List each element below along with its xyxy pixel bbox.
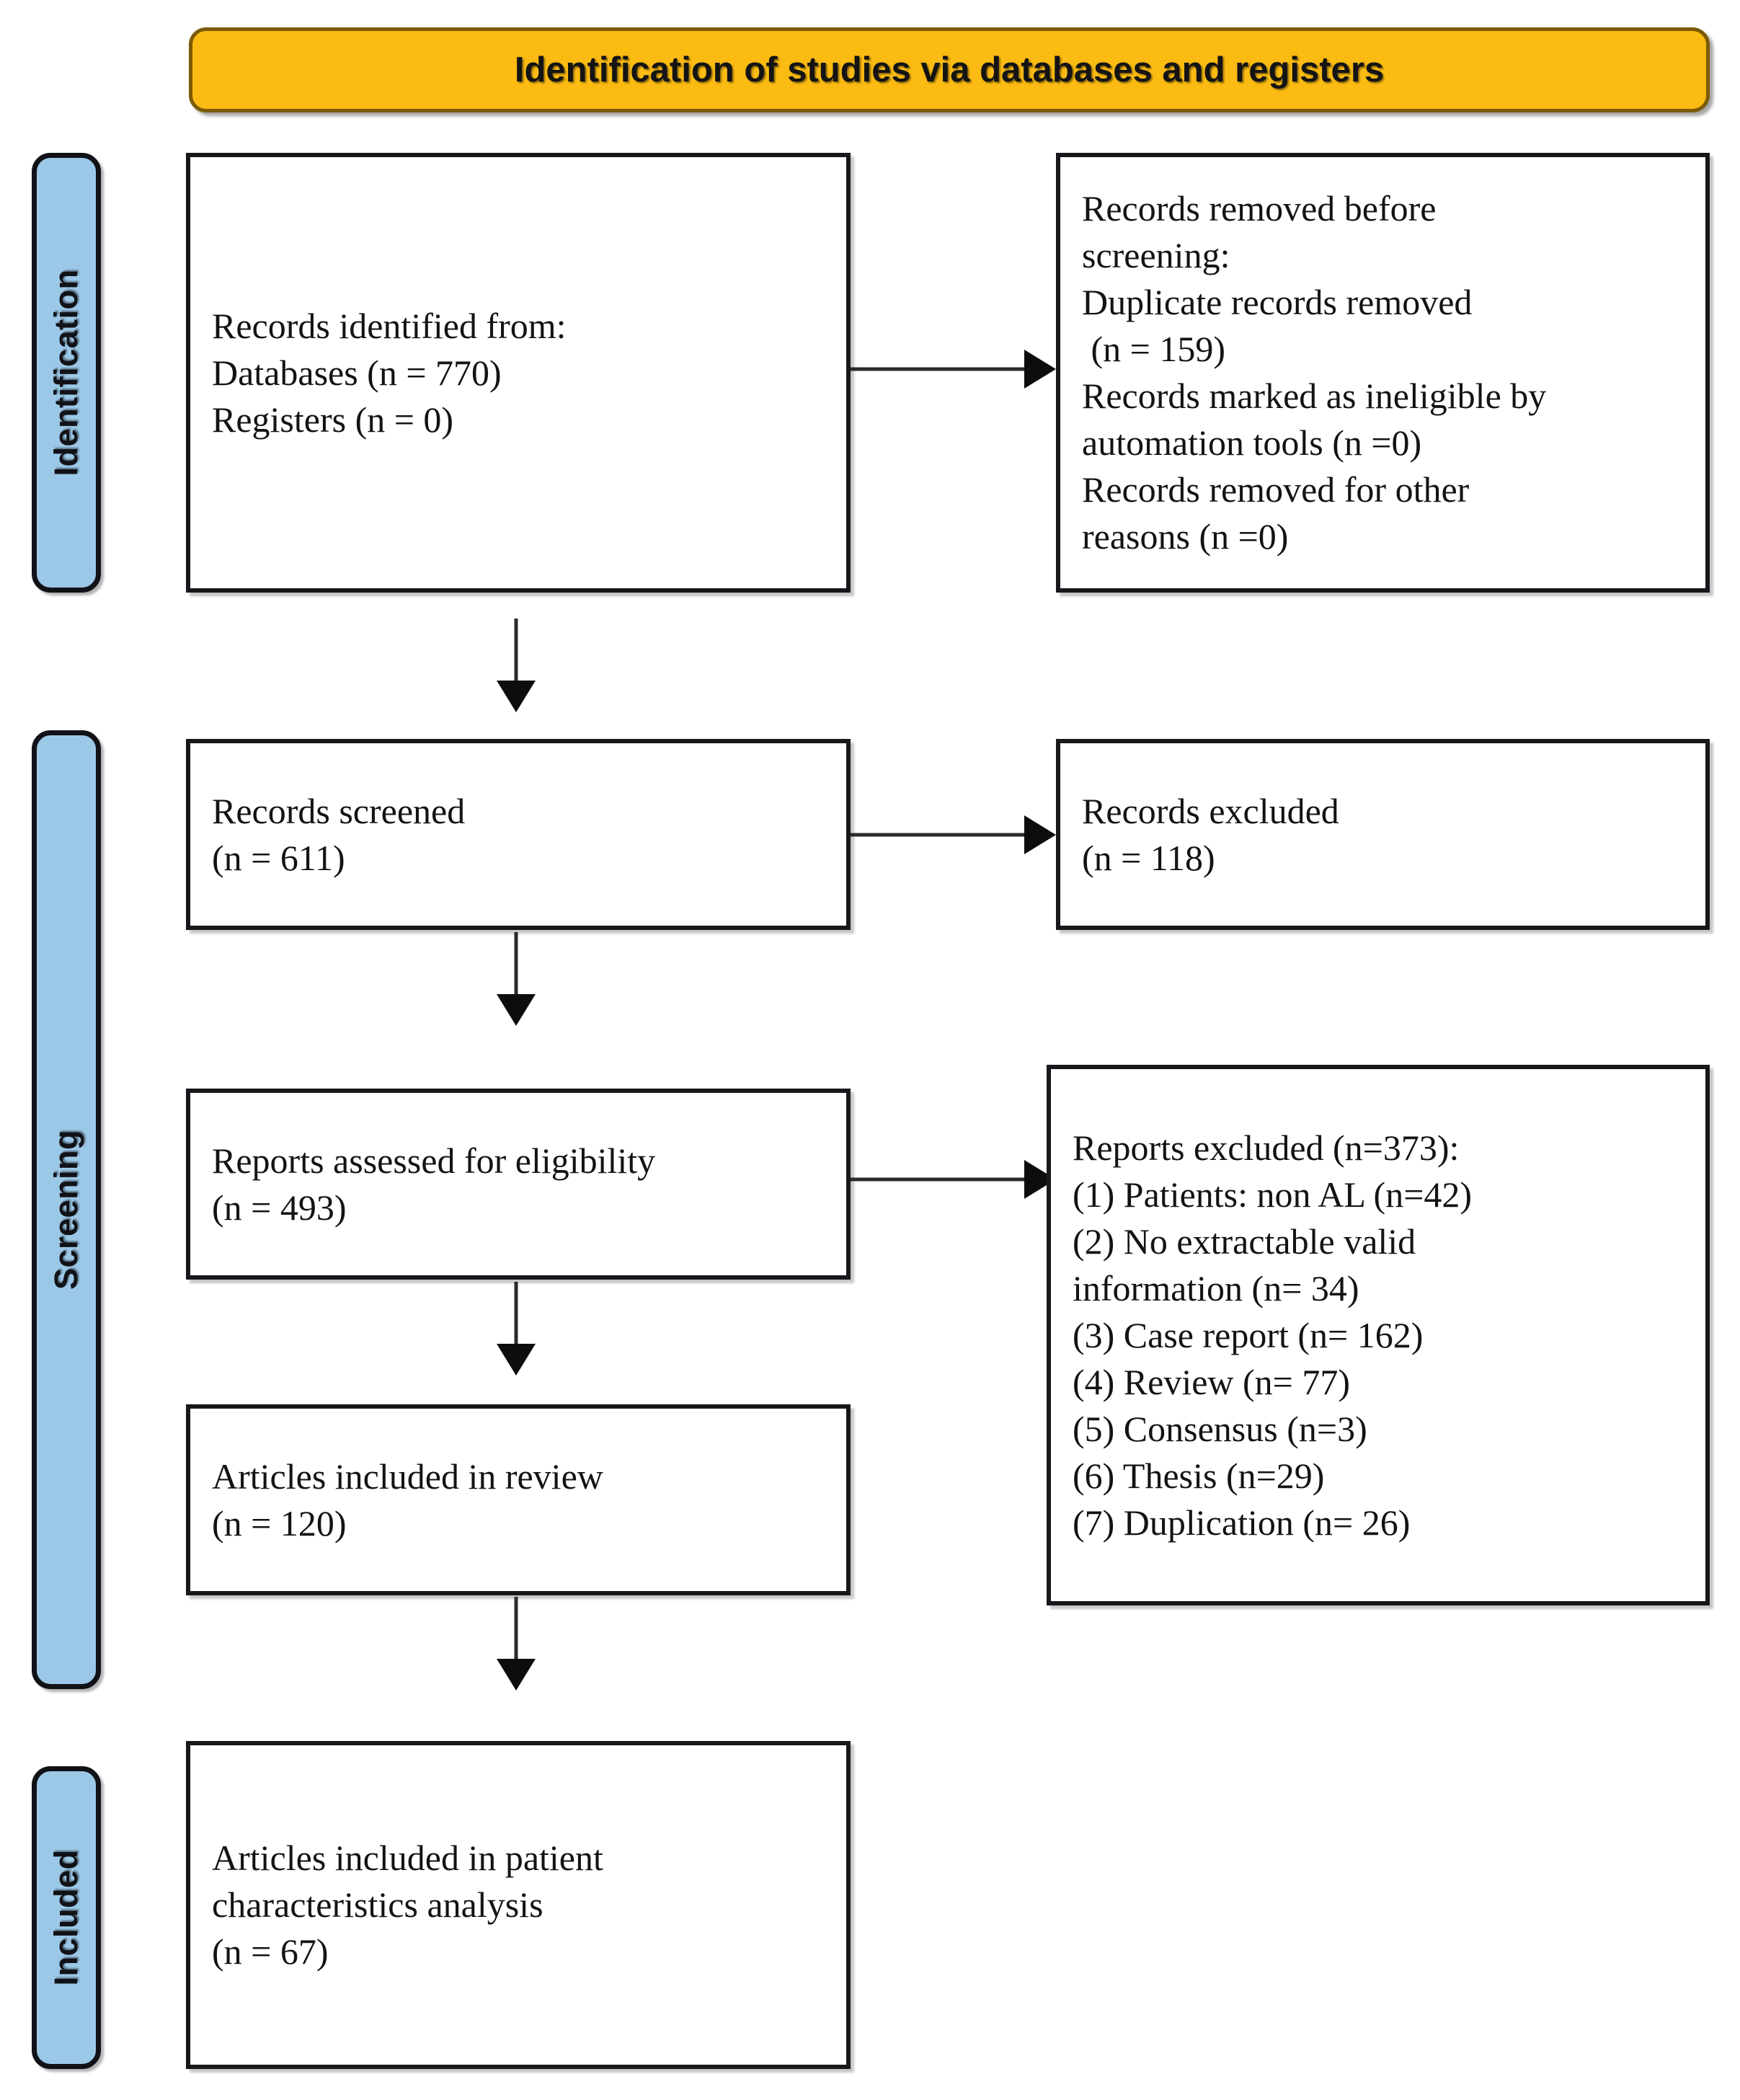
box-line: reasons (n =0) bbox=[1082, 516, 1289, 557]
arrow-screened-to-excluded bbox=[851, 815, 1056, 855]
box-line: (n = 67) bbox=[212, 1931, 329, 1972]
arrow-head bbox=[497, 1344, 536, 1375]
box-line: Records identified from: bbox=[212, 305, 567, 346]
box-records-excluded: Records excluded (n = 118) bbox=[1056, 739, 1710, 930]
arrow-shaft bbox=[514, 932, 518, 997]
box-line: (2) No extractable valid bbox=[1073, 1220, 1416, 1262]
arrow-head bbox=[1024, 350, 1056, 389]
box-line: Articles included in review bbox=[212, 1456, 603, 1497]
box-line: information (n= 34) bbox=[1073, 1267, 1359, 1308]
stage-band-screening: Screening bbox=[32, 730, 101, 1689]
box-line: (n = 159) bbox=[1082, 329, 1226, 369]
arrow-shaft bbox=[851, 1177, 1029, 1182]
box-line: Records screened bbox=[212, 790, 466, 831]
arrow-review-to-analysis bbox=[496, 1597, 536, 1691]
box-line: Articles included in patient bbox=[212, 1838, 603, 1878]
box-line: Databases (n = 770) bbox=[212, 352, 502, 393]
box-line: Registers (n = 0) bbox=[212, 399, 454, 440]
arrow-assessed-to-reports-excluded bbox=[851, 1159, 1056, 1200]
stage-label-screening: Screening bbox=[48, 1129, 84, 1290]
box-line: characteristics analysis bbox=[212, 1884, 543, 1925]
arrow-head bbox=[497, 994, 536, 1026]
box-articles-included-in-review: Articles included in review (n = 120) bbox=[186, 1404, 851, 1595]
box-line: (n = 118) bbox=[1082, 837, 1215, 878]
stage-band-included: Included bbox=[32, 1766, 101, 2069]
arrow-head bbox=[497, 681, 536, 712]
stage-label-identification: Identification bbox=[48, 269, 84, 477]
arrow-shaft bbox=[851, 833, 1029, 837]
arrow-assessed-to-articles-review bbox=[496, 1282, 536, 1375]
box-line: (6) Thesis (n=29) bbox=[1073, 1455, 1325, 1496]
box-line: (4) Review (n= 77) bbox=[1073, 1361, 1351, 1402]
box-line: Records removed before bbox=[1082, 188, 1437, 229]
page-title: Identification of studies via databases … bbox=[514, 50, 1385, 89]
arrow-identified-to-removed bbox=[851, 349, 1056, 389]
box-line: Records removed for other bbox=[1082, 469, 1470, 510]
box-records-identified: Records identified from: Databases (n = … bbox=[186, 153, 851, 593]
arrow-screened-to-assessed bbox=[496, 932, 536, 1026]
box-line: Reports assessed for eligibility bbox=[212, 1140, 656, 1181]
arrow-shaft bbox=[514, 1282, 518, 1347]
box-records-removed-before-screening: Records removed before screening: Duplic… bbox=[1056, 153, 1710, 593]
box-line: (7) Duplication (n= 26) bbox=[1073, 1502, 1411, 1543]
box-articles-included-in-analysis: Articles included in patient characteris… bbox=[186, 1741, 851, 2069]
box-line: (n = 120) bbox=[212, 1502, 347, 1543]
box-line: Reports excluded (n=373): bbox=[1073, 1127, 1460, 1168]
arrow-shaft bbox=[851, 367, 1029, 371]
box-line: Records excluded bbox=[1082, 790, 1339, 831]
box-line: automation tools (n =0) bbox=[1082, 422, 1422, 463]
stage-band-identification: Identification bbox=[32, 153, 101, 593]
arrow-shaft bbox=[514, 619, 518, 683]
box-line: (n = 611) bbox=[212, 837, 345, 878]
box-line: Duplicate records removed bbox=[1082, 282, 1473, 322]
box-records-screened: Records screened (n = 611) bbox=[186, 739, 851, 930]
arrow-shaft bbox=[514, 1597, 518, 1662]
box-reports-assessed-for-eligibility: Reports assessed for eligibility (n = 49… bbox=[186, 1089, 851, 1280]
box-line: (1) Patients: non AL (n=42) bbox=[1073, 1174, 1473, 1215]
box-line: (n = 493) bbox=[212, 1187, 347, 1228]
box-line: (5) Consensus (n=3) bbox=[1073, 1408, 1367, 1449]
arrow-head bbox=[1024, 815, 1056, 854]
stage-label-included: Included bbox=[48, 1849, 84, 1986]
box-line: screening: bbox=[1082, 235, 1230, 275]
diagram-title-banner: Identification of studies via databases … bbox=[189, 27, 1710, 112]
arrow-identified-to-screened bbox=[496, 619, 536, 712]
arrow-head bbox=[497, 1659, 536, 1691]
box-line: Records marked as ineligible by bbox=[1082, 376, 1547, 416]
box-line: (3) Case report (n= 162) bbox=[1073, 1314, 1424, 1355]
box-reports-excluded: Reports excluded (n=373): (1) Patients: … bbox=[1047, 1065, 1710, 1605]
